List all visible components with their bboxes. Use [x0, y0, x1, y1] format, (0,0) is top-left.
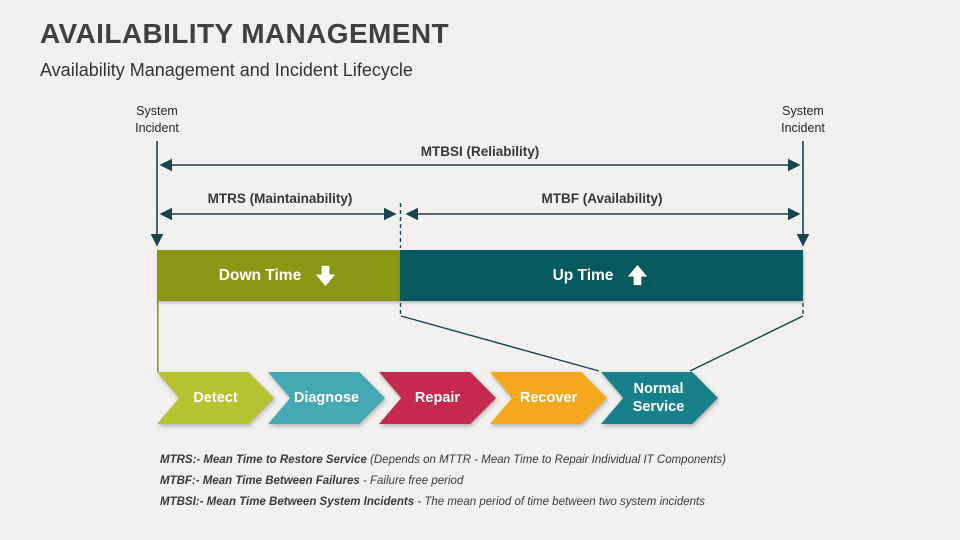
note-mtbf: MTBF:- Mean Time Between Failures - Fail…	[160, 475, 726, 487]
definition-notes: MTRS:- Mean Time to Restore Service (Dep…	[160, 454, 726, 517]
page-subtitle: Availability Management and Incident Lif…	[40, 60, 413, 80]
step-recover: Recover	[490, 372, 607, 424]
note-term: MTBSI:- Mean Time Between System Inciden…	[160, 496, 415, 508]
up-arrow-icon	[628, 264, 648, 286]
step-label: Repair	[414, 389, 461, 406]
system-incident-label-left: System Incident	[135, 104, 179, 135]
down-arrow-icon	[316, 265, 336, 287]
step-normal-service: Normal Service	[601, 372, 718, 424]
step-label: Recover	[519, 389, 578, 406]
note-mtrs: MTRS:- Mean Time to Restore Service (Dep…	[160, 454, 726, 466]
down-time-label: Down Time	[218, 266, 302, 284]
step-label: Detect	[193, 389, 238, 406]
step-label: Normal Service	[632, 381, 685, 415]
step-diagnose: Diagnose	[268, 372, 385, 424]
step-label: Diagnose	[293, 389, 360, 406]
note-desc: - Failure free period	[359, 475, 464, 487]
mtrs-label: MTRS (Maintainability)	[207, 191, 353, 206]
mtbsi-label: MTBSI (Reliability)	[420, 144, 540, 159]
page-title: AVAILABILITY MANAGEMENT	[40, 18, 449, 49]
mtbf-label: MTBF (Availability)	[541, 191, 663, 206]
up-time-bar: Up Time	[400, 250, 803, 301]
note-desc: - The mean period of time between two sy…	[414, 496, 705, 508]
note-term: MTBF:- Mean Time Between Failures	[160, 475, 360, 487]
note-term: MTRS:- Mean Time to Restore Service	[160, 454, 367, 466]
up-time-label: Up Time	[552, 266, 614, 284]
step-detect: Detect	[157, 372, 274, 424]
note-mtbsi: MTBSI:- Mean Time Between System Inciden…	[160, 496, 726, 508]
step-repair: Repair	[379, 372, 496, 424]
note-desc: (Depends on MTTR - Mean Time to Repair I…	[366, 454, 726, 466]
system-incident-label-right: System Incident	[781, 104, 825, 135]
down-time-bar: Down Time	[157, 250, 400, 301]
